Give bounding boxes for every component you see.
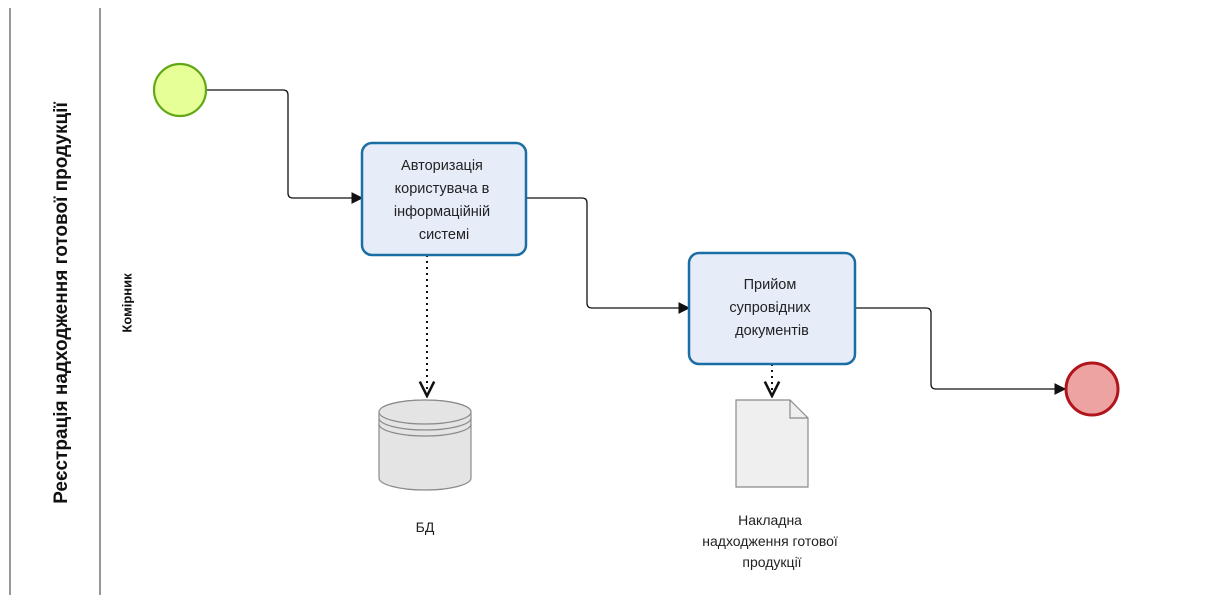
start-event[interactable] bbox=[152, 62, 208, 118]
task-label-line: Прийом bbox=[744, 277, 797, 293]
sequence-flow-task1-to-task2[interactable] bbox=[526, 197, 691, 314]
data-store-top bbox=[378, 399, 472, 425]
data-object-label-line: Накладна bbox=[738, 512, 802, 528]
data-object-fold bbox=[789, 400, 808, 419]
data-store-ring bbox=[378, 417, 472, 431]
data-object-invoice[interactable] bbox=[735, 399, 809, 488]
sequence-flow-start-to-task1[interactable] bbox=[206, 89, 364, 204]
task-label-line: інформаційній bbox=[394, 204, 490, 220]
end-event[interactable] bbox=[1064, 361, 1120, 417]
pool-title: Реєстрація надходження готової продукції bbox=[51, 102, 72, 504]
task-label: Авторизація користувача в інформаційній … bbox=[394, 158, 494, 243]
task-label-line: супровідних bbox=[729, 300, 811, 316]
task-authorization[interactable]: Авторизація користувача в інформаційній … bbox=[360, 141, 528, 257]
task-label-line: Авторизація bbox=[401, 158, 483, 174]
data-object-label: Накладна надходження готової продукції bbox=[702, 512, 841, 570]
task-label-line: документів bbox=[735, 323, 809, 339]
data-object-label-line: продукції bbox=[742, 554, 801, 570]
data-object-body bbox=[735, 399, 809, 488]
data-store-label: БД bbox=[416, 519, 435, 535]
task-label-line: системі bbox=[419, 227, 469, 243]
data-store-ring bbox=[378, 423, 472, 437]
sequence-flow-task2-to-end[interactable] bbox=[855, 307, 1067, 395]
task-receive-documents[interactable]: Прийом супровідних документів bbox=[687, 251, 857, 366]
data-store-db[interactable] bbox=[378, 399, 472, 491]
task-label: Прийом супровідних документів bbox=[729, 277, 814, 339]
task-label-line: користувача в bbox=[395, 181, 490, 197]
data-object-label-line: надходження готової bbox=[702, 533, 838, 549]
lane-title: Комірник bbox=[119, 273, 134, 333]
